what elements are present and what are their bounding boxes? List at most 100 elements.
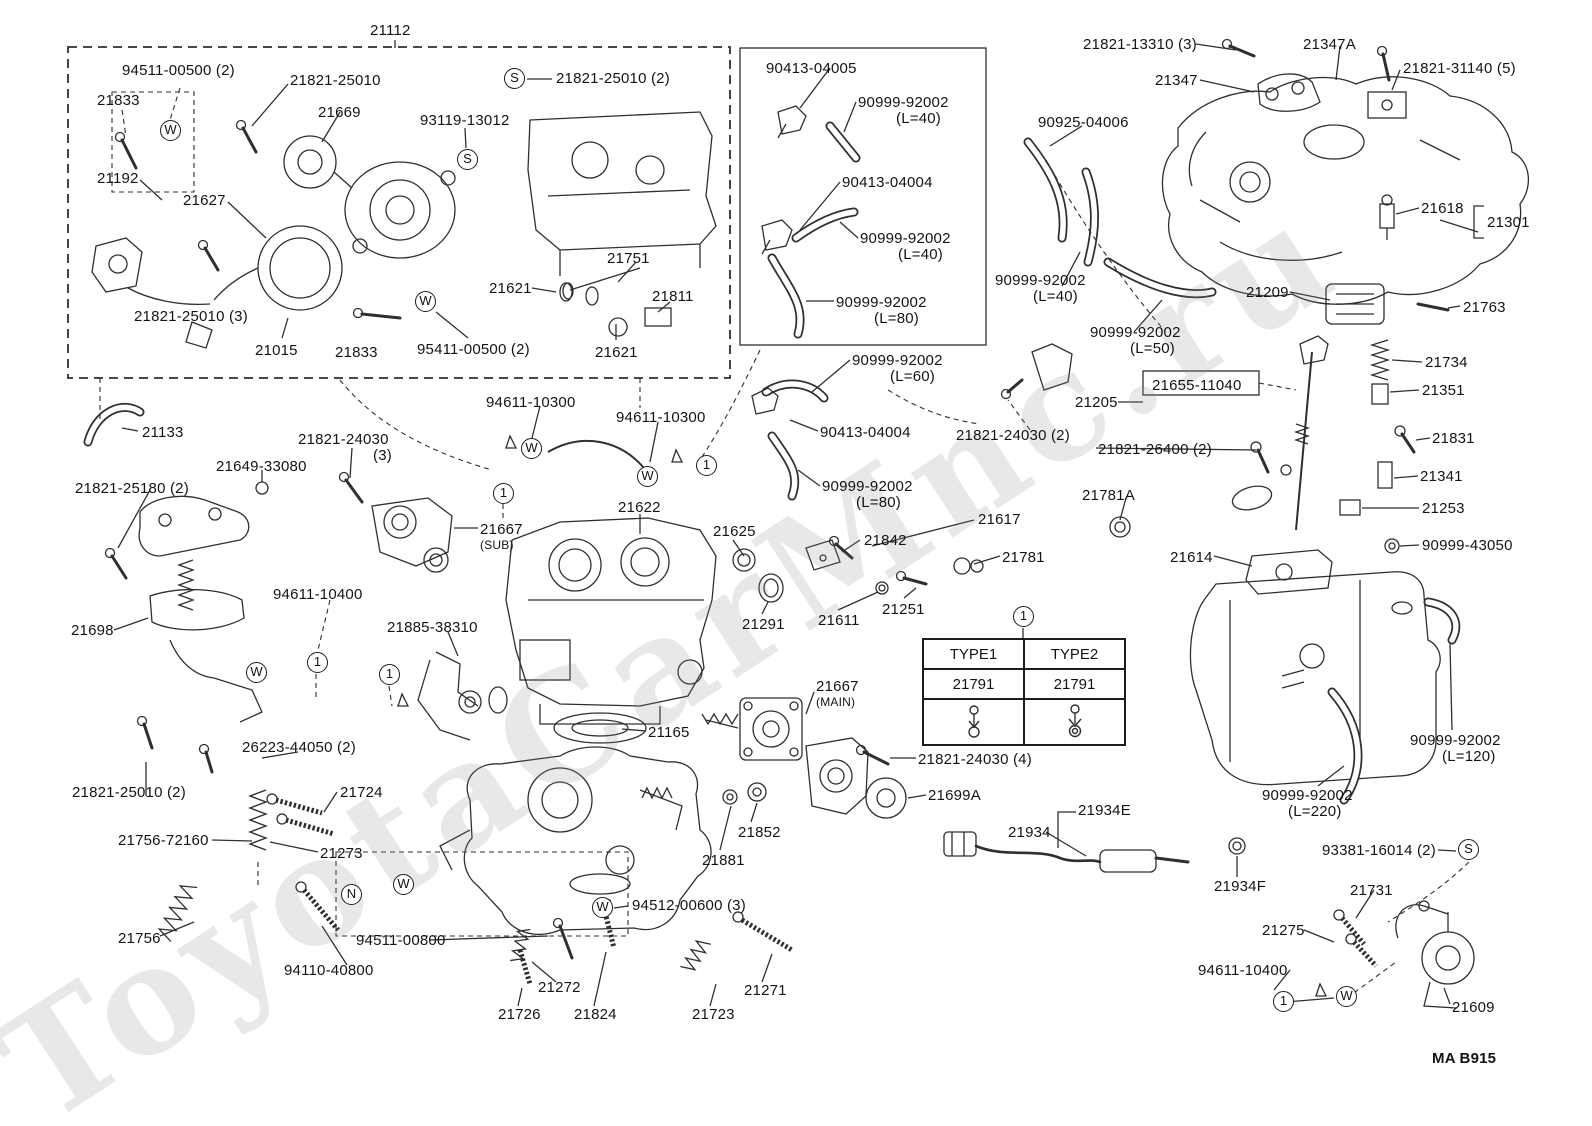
part-label: 94611-10400 bbox=[273, 586, 363, 603]
assembly-dashed-box bbox=[67, 46, 731, 379]
part-label: 21627 bbox=[183, 192, 226, 209]
main-diaphragm-assembly bbox=[701, 697, 907, 819]
hose-21133 bbox=[83, 403, 145, 447]
type1-valve-icon bbox=[923, 699, 1024, 745]
part-label: (L=60) bbox=[890, 368, 935, 385]
dashed-leader-lines bbox=[99, 87, 1470, 999]
part-label: 94512-00600 (3) bbox=[632, 897, 746, 914]
part-label: 21726 bbox=[498, 1006, 541, 1023]
part-label: 21699A bbox=[928, 787, 981, 804]
symbol-w-circled: W bbox=[160, 120, 181, 141]
part-label: 94611-10400 bbox=[1198, 962, 1288, 979]
part-label: 90999-92002 bbox=[822, 478, 913, 495]
main-carburetor-body bbox=[505, 517, 717, 744]
part-label: 21667 bbox=[816, 678, 859, 695]
part-label: 21821-25180 (2) bbox=[75, 480, 189, 497]
part-label: 90999-92002 bbox=[836, 294, 927, 311]
upper-carburetor-assembly bbox=[91, 111, 717, 349]
part-label: 90999-92002 bbox=[858, 94, 949, 111]
part-label: (MAIN) bbox=[816, 695, 856, 709]
part-label: 21271 bbox=[744, 982, 787, 999]
part-label: 21698 bbox=[71, 622, 114, 639]
part-label: 21205 bbox=[1075, 394, 1118, 411]
part-label: (L=80) bbox=[874, 310, 919, 327]
part-label: 93119-13012 bbox=[420, 112, 510, 129]
part-label: 21275 bbox=[1262, 922, 1305, 939]
part-label: 95411-00500 (2) bbox=[417, 341, 530, 358]
type2-header: TYPE2 bbox=[1024, 639, 1125, 669]
part-label: 21614 bbox=[1170, 549, 1213, 566]
symbol-w-circled: W bbox=[246, 662, 267, 683]
part-label: 21821-26400 (2) bbox=[1098, 441, 1212, 458]
part-label: 21734 bbox=[1425, 354, 1468, 371]
symbol-w-circled: W bbox=[521, 438, 542, 459]
type2-part-number: 21791 bbox=[1024, 669, 1125, 699]
throttle-positioner-bracket bbox=[397, 651, 508, 741]
hoses-below-box bbox=[751, 379, 829, 501]
symbol-1-circled: 1 bbox=[307, 652, 328, 673]
part-label: 21291 bbox=[742, 616, 785, 633]
part-label: 94611-10300 bbox=[486, 394, 576, 411]
part-label: 21833 bbox=[97, 92, 140, 109]
part-label: 21885-38310 bbox=[387, 619, 478, 636]
part-label: 21351 bbox=[1422, 382, 1465, 399]
part-label: (L=120) bbox=[1442, 748, 1496, 765]
part-label: 21347 bbox=[1155, 72, 1198, 89]
part-label: 21667 bbox=[480, 521, 523, 538]
part-label: 21934 bbox=[1008, 824, 1051, 841]
part-label: 21821-25010 (2) bbox=[556, 70, 670, 87]
part-label: 21625 bbox=[713, 523, 756, 540]
part-label: 94511-00800 bbox=[356, 932, 446, 949]
part-label: 21209 bbox=[1246, 284, 1289, 301]
part-label: 21253 bbox=[1422, 500, 1465, 517]
part-label: 21881 bbox=[702, 852, 745, 869]
symbol-w-circled: W bbox=[1336, 986, 1357, 1007]
part-label: 21821-24030 (4) bbox=[918, 751, 1032, 768]
symbol-s-circled: S bbox=[1458, 839, 1479, 860]
part-label: 21621 bbox=[595, 344, 638, 361]
part-label: 21751 bbox=[607, 250, 650, 267]
part-label: 21821-13310 (3) bbox=[1083, 36, 1197, 53]
part-label: 21347A bbox=[1303, 36, 1356, 53]
part-label: 21133 bbox=[142, 424, 184, 441]
part-label: 21756-72160 bbox=[118, 832, 209, 849]
part-label: 21842 bbox=[864, 532, 907, 549]
part-label: 21821-31140 (5) bbox=[1403, 60, 1516, 77]
part-label: 90413-04004 bbox=[820, 424, 911, 441]
part-label: 21824 bbox=[574, 1006, 617, 1023]
part-label: 21811 bbox=[652, 288, 694, 305]
part-label: 21821-25010 bbox=[290, 72, 381, 89]
part-label: (SUB) bbox=[480, 538, 514, 552]
part-label: 93381-16014 (2) bbox=[1322, 842, 1436, 859]
sub-diaphragm-assembly bbox=[255, 471, 453, 573]
part-label: 90999-92002 bbox=[1410, 732, 1501, 749]
leader-lines bbox=[113, 40, 1461, 1007]
part-label: 21723 bbox=[692, 1006, 735, 1023]
part-label: 21165 bbox=[648, 724, 690, 741]
part-label: 21781 bbox=[1002, 549, 1045, 566]
right-hoses bbox=[1023, 137, 1217, 299]
part-label: 21852 bbox=[738, 824, 781, 841]
part-label: 21756 bbox=[118, 930, 161, 947]
part-label: 21821-24030 bbox=[298, 431, 389, 448]
symbol-w-circled: W bbox=[592, 897, 613, 918]
left-springs-screws bbox=[157, 789, 340, 942]
part-label: 21611 bbox=[818, 612, 860, 629]
part-label: (L=80) bbox=[856, 494, 901, 511]
part-label: 90999-92002 bbox=[852, 352, 943, 369]
part-label: 21763 bbox=[1463, 299, 1506, 316]
part-label: 21821-25010 (3) bbox=[134, 308, 248, 325]
symbol-w-circled: W bbox=[637, 466, 658, 487]
solenoid-harness bbox=[943, 831, 1246, 873]
part-label: 21272 bbox=[538, 979, 581, 996]
part-label: 21617 bbox=[978, 511, 1021, 528]
part-label: 21609 bbox=[1452, 999, 1495, 1016]
symbol-1-circled: 1 bbox=[696, 455, 717, 476]
type2-valve-icon bbox=[1024, 699, 1125, 745]
part-label: 90999-92002 bbox=[995, 272, 1086, 289]
middle-small-parts bbox=[732, 535, 984, 603]
part-label: 21934F bbox=[1214, 878, 1267, 895]
part-label: 21833 bbox=[335, 344, 378, 361]
symbol-w-circled: W bbox=[415, 291, 436, 312]
